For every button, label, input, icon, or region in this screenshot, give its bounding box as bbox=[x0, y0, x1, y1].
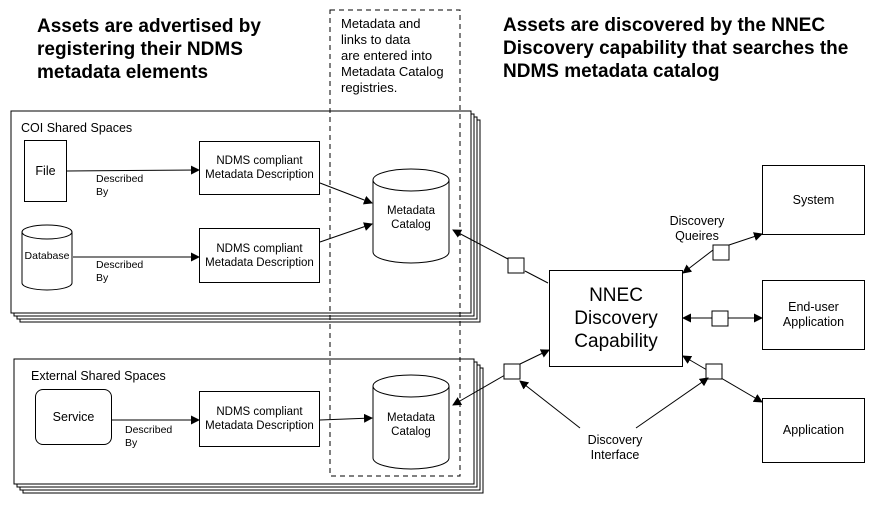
md1-to-catalog-arrow bbox=[319, 182, 373, 205]
left-heading-line-1: Assets are advertised by bbox=[37, 16, 261, 37]
port-catalog2 bbox=[503, 363, 521, 380]
md1-line-1: NDMS compliant bbox=[216, 155, 303, 167]
port-application bbox=[705, 363, 723, 380]
described-by-1-line-2: By bbox=[96, 186, 109, 198]
service-label: Service bbox=[52, 409, 95, 424]
enduser-line-1: End-user bbox=[788, 300, 839, 314]
catalog1-link bbox=[524, 270, 549, 284]
port-system bbox=[712, 244, 730, 261]
md2-line-1: NDMS compliant bbox=[216, 242, 303, 255]
left-heading-line-2: registering their NDMS bbox=[37, 39, 243, 60]
file-box: File bbox=[24, 140, 67, 202]
catalog-cylinder-2 bbox=[372, 374, 450, 470]
nnec-line-2: Discovery bbox=[574, 308, 658, 329]
application-arrow-in bbox=[682, 355, 708, 371]
discovery-queries-label: Discovery Queires bbox=[654, 214, 740, 244]
registry-dashed-region bbox=[329, 9, 461, 477]
enduser-line-2: Application bbox=[782, 315, 845, 329]
described-by-arrow-file bbox=[66, 165, 200, 175]
described-by-label-2: Described By bbox=[96, 259, 143, 285]
note-line-5: registries. bbox=[341, 80, 398, 95]
service-box: Service bbox=[35, 389, 112, 445]
md3-line-1: NDMS compliant bbox=[216, 406, 303, 418]
catalog1-arrow bbox=[452, 229, 509, 260]
md2-to-catalog-arrow bbox=[319, 222, 373, 243]
note-line-2: links to data bbox=[341, 32, 411, 47]
external-title: External Shared Spaces bbox=[31, 369, 166, 383]
catalog2-line-2: Catalog bbox=[391, 426, 431, 438]
queries-line-2: Queires bbox=[675, 229, 719, 243]
discovery-interface-label: Discovery Interface bbox=[571, 433, 659, 463]
application-label: Application bbox=[782, 423, 845, 437]
described-by-2-line-2: By bbox=[96, 272, 109, 284]
catalog1-line-1: Metadata bbox=[387, 205, 435, 217]
catalog-cylinder-1 bbox=[372, 168, 450, 264]
system-label: System bbox=[792, 192, 835, 207]
port-enduser bbox=[711, 310, 729, 327]
enduser-application-box: End-user Application bbox=[762, 280, 865, 350]
catalog-label-1: Metadata Catalog bbox=[373, 204, 449, 232]
described-by-label-3: Described By bbox=[125, 424, 172, 450]
port-catalog1 bbox=[507, 257, 525, 274]
system-arrow-out bbox=[728, 232, 763, 246]
database-label: Database bbox=[24, 250, 70, 262]
md2-line-2: Metadata Description bbox=[205, 256, 314, 269]
described-by-2-line-1: Described bbox=[96, 259, 144, 271]
described-by-1-line-1: Described bbox=[96, 173, 144, 185]
md3-to-catalog-arrow bbox=[319, 413, 373, 423]
interface-pointer-right bbox=[635, 377, 709, 429]
registry-note: Metadata and links to data are entered i… bbox=[341, 16, 457, 96]
file-label: File bbox=[35, 163, 56, 178]
md-description-box-3: NDMS compliant Metadata Description bbox=[199, 391, 320, 447]
nnec-line-1: NNEC bbox=[589, 285, 643, 306]
application-box: Application bbox=[762, 398, 865, 463]
catalog2-line-1: Metadata bbox=[387, 412, 435, 424]
interface-line-1: Discovery bbox=[587, 433, 643, 447]
md1-line-2: Metadata Description bbox=[205, 169, 314, 181]
note-line-4: Metadata Catalog bbox=[341, 64, 444, 79]
queries-line-1: Discovery bbox=[669, 214, 725, 228]
right-heading: Assets are discovered by the NNEC Discov… bbox=[503, 14, 886, 83]
left-heading-line-3: metadata elements bbox=[37, 62, 209, 83]
described-by-3-line-1: Described bbox=[125, 424, 173, 436]
nnec-discovery-capability-box: NNEC Discovery Capability bbox=[549, 270, 683, 367]
note-line-3: are entered into bbox=[341, 48, 433, 63]
interface-line-2: Interface bbox=[590, 448, 640, 462]
application-arrow-out bbox=[720, 377, 763, 403]
catalog-label-2: Metadata Catalog bbox=[373, 411, 449, 439]
described-by-3-line-2: By bbox=[125, 437, 138, 449]
catalog1-line-2: Catalog bbox=[391, 219, 431, 231]
md-description-box-1: NDMS compliant Metadata Description bbox=[199, 141, 320, 195]
described-by-label-1: Described By bbox=[96, 173, 143, 199]
system-box: System bbox=[762, 165, 865, 235]
note-line-1: Metadata and bbox=[341, 16, 421, 31]
catalog2-link-arrow bbox=[519, 349, 550, 365]
right-heading-line-2: Discovery capability that searches the bbox=[503, 38, 849, 59]
right-heading-line-3: NDMS metadata catalog bbox=[503, 61, 720, 82]
left-heading: Assets are advertised by registering the… bbox=[37, 15, 327, 84]
interface-pointer-left bbox=[519, 380, 581, 429]
md3-line-2: Metadata Description bbox=[205, 420, 314, 432]
catalog2-arrow bbox=[452, 374, 506, 406]
coi-title: COI Shared Spaces bbox=[21, 121, 133, 135]
nnec-line-3: Capability bbox=[574, 331, 658, 352]
system-arrow-in bbox=[682, 249, 714, 274]
right-heading-line-1: Assets are discovered by the NNEC bbox=[503, 15, 826, 36]
md-description-box-2: NDMS compliant Metadata Description bbox=[199, 228, 320, 283]
database-cylinder bbox=[21, 224, 73, 291]
